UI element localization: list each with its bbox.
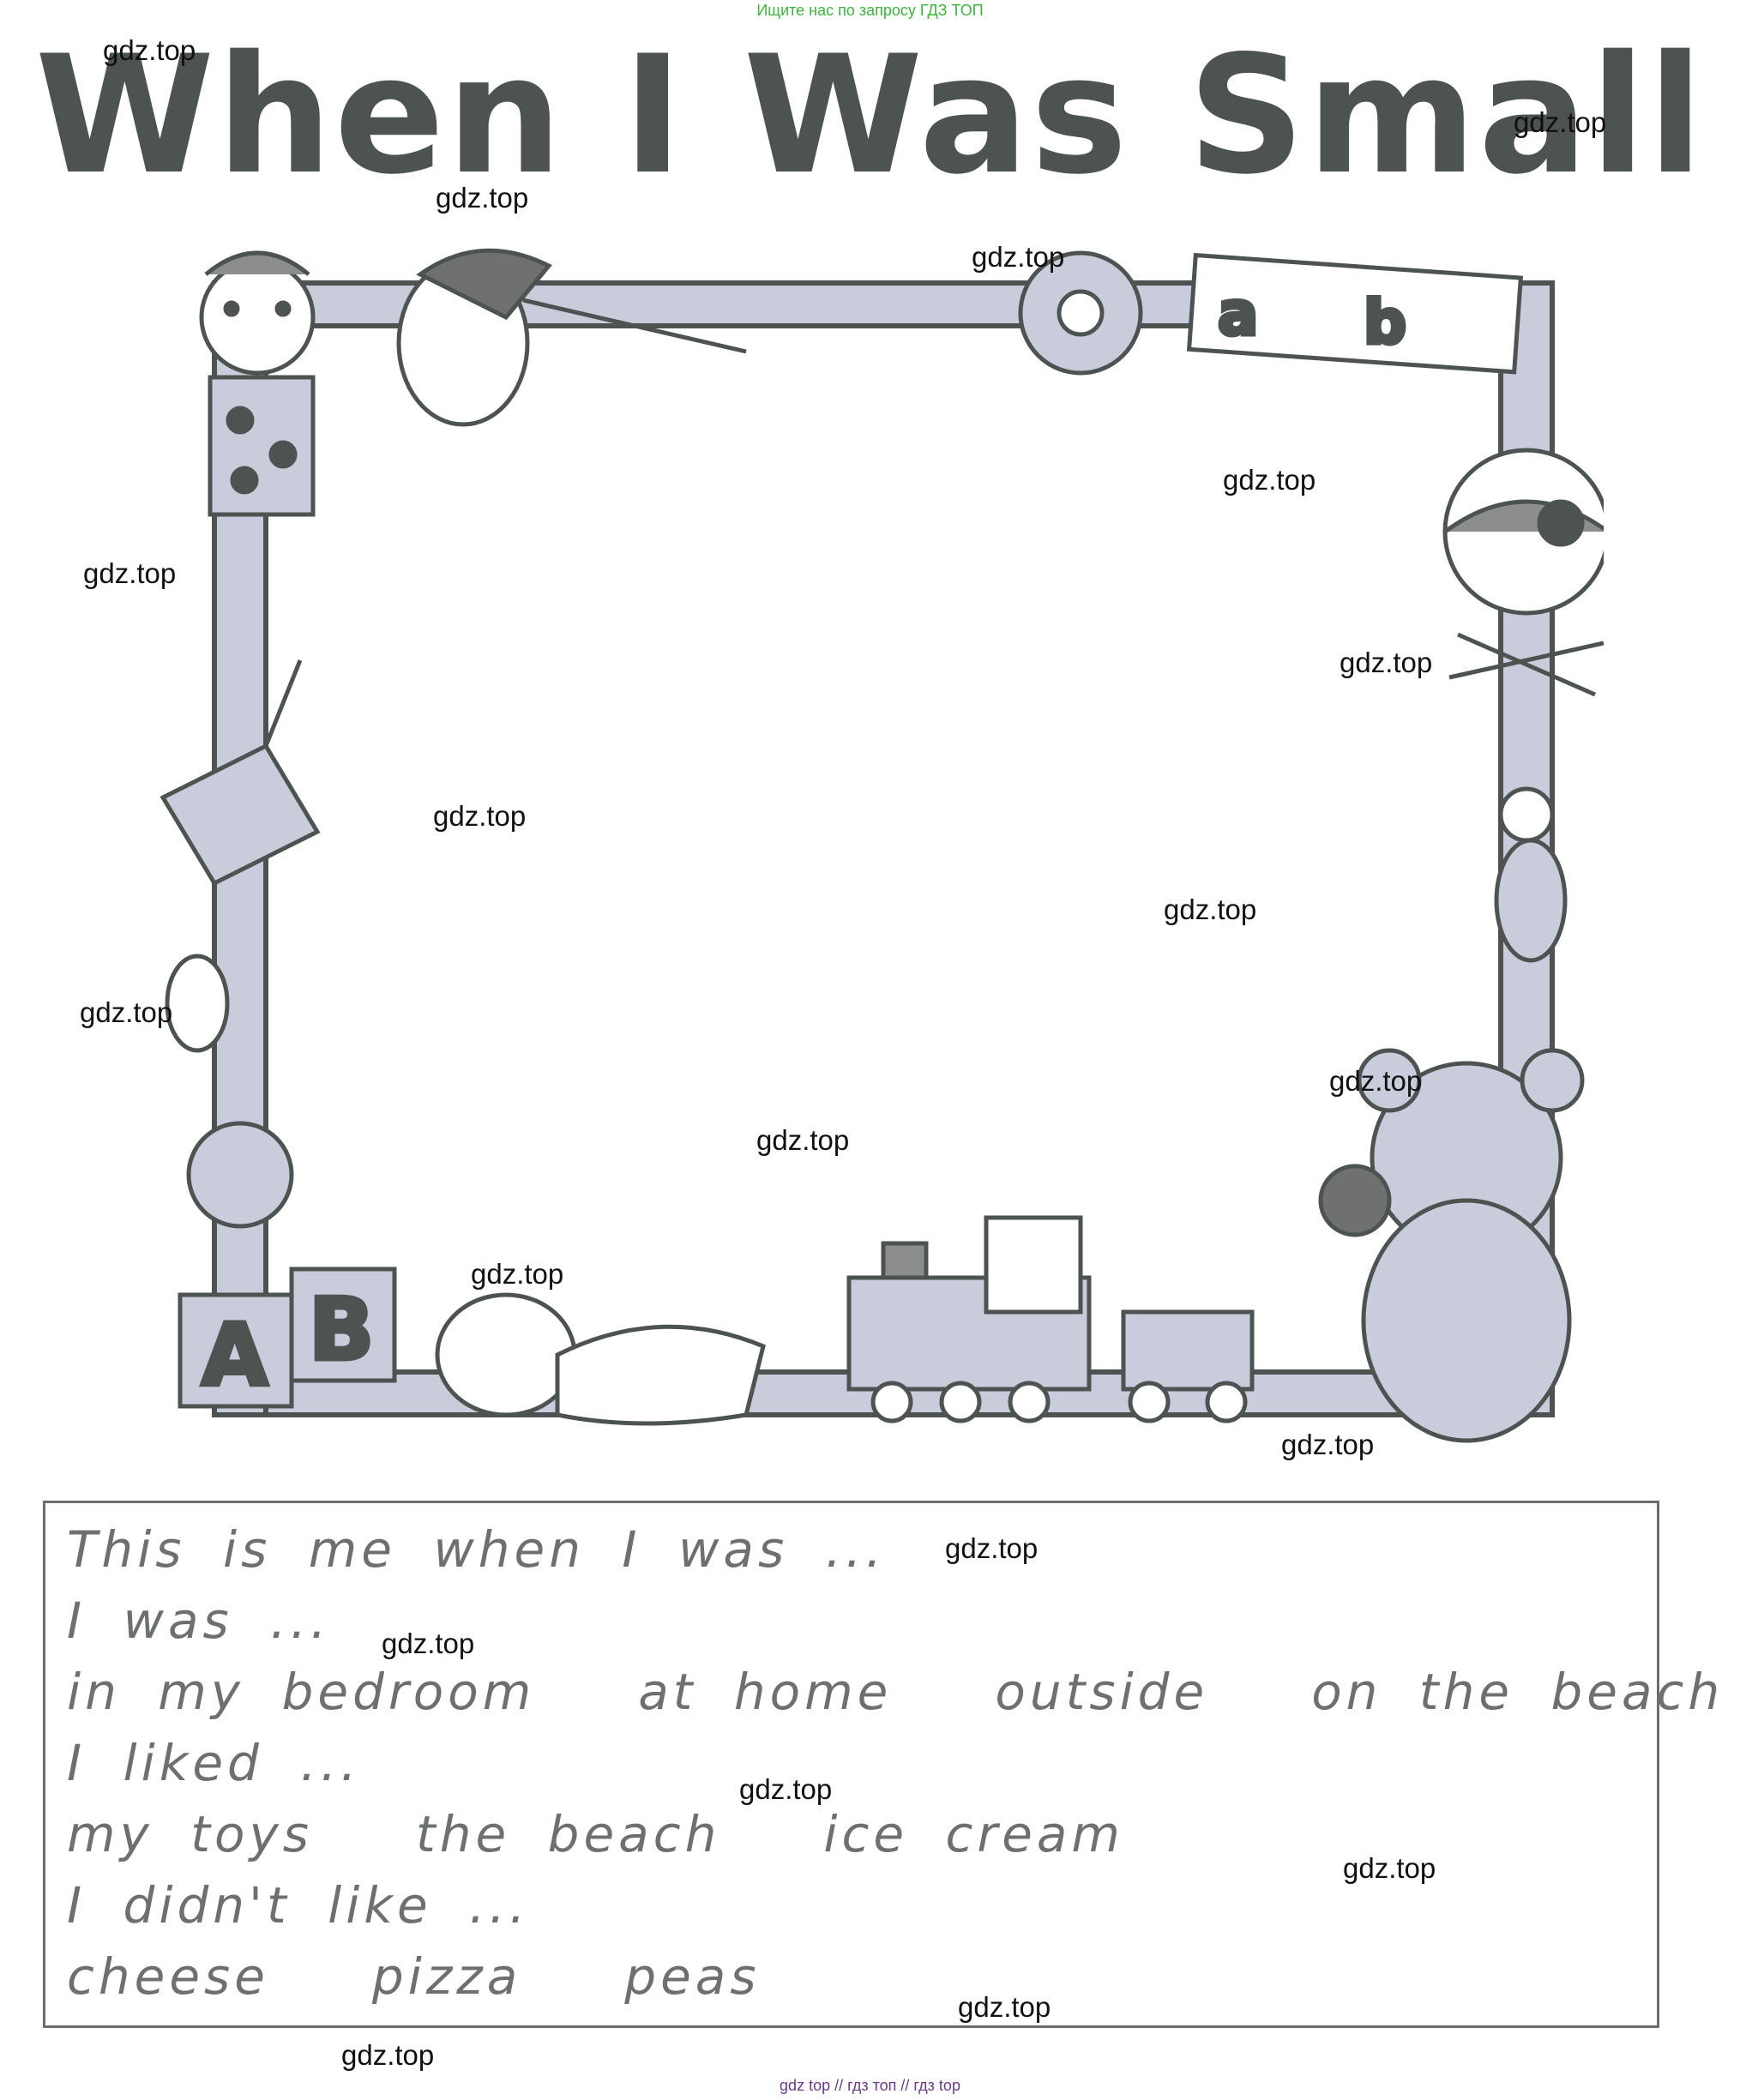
teddy-bear-icon: [1318, 1048, 1585, 1443]
watermark: gdz.top: [1340, 647, 1433, 678]
alphabet-book-icon: a b: [1186, 252, 1524, 375]
watermark: gdz.top: [1329, 1065, 1423, 1097]
dislikes-options-row: cheese pizza peas: [67, 1947, 864, 2006]
top-banner[interactable]: Ищите нас по запросу ГДЗ ТОП: [756, 2, 984, 19]
watermark: gdz.top: [382, 1628, 475, 1659]
watermark: gdz.top: [436, 182, 529, 214]
sentence-line-i-liked: I liked ...: [67, 1734, 361, 1792]
watermark: gdz.top: [1514, 106, 1607, 138]
watermark: gdz.top: [1223, 464, 1316, 496]
option-place: in my bedroom: [67, 1663, 536, 1721]
watermark: gdz.top: [83, 557, 177, 589]
sentence-line-i-was: I was ...: [67, 1592, 331, 1650]
watermark: gdz.top: [471, 1258, 564, 1290]
toy-train-icon: [846, 1215, 1255, 1423]
hobby-horse-icon: [396, 248, 747, 427]
beach-ball-icon: [1442, 448, 1604, 616]
svg-text:A: A: [202, 1305, 268, 1405]
toy-frame-illustration: a b A: [160, 248, 1604, 1443]
marionette-icon: [1448, 632, 1604, 963]
watermark: gdz.top: [1281, 1429, 1375, 1460]
watermark: gdz.top: [972, 241, 1065, 273]
sentence-starters-box: This is me when I was ... I was ... in m…: [43, 1501, 1719, 2028]
watermark: gdz.top: [433, 800, 527, 832]
footer-links[interactable]: gdz top // гдз топ // гдз top: [780, 2077, 960, 2094]
rag-doll-icon: [199, 250, 316, 517]
option-place: at home: [638, 1663, 893, 1721]
page-title: When I Was Small: [34, 21, 1706, 210]
watermark: gdz.top: [945, 1532, 1039, 1564]
option-dislike: peas: [624, 1947, 761, 2006]
toy-dog-icon: [435, 1292, 766, 1426]
watermark: gdz.top: [80, 996, 173, 1028]
option-dislike: cheese: [67, 1947, 269, 2006]
watermark: gdz.top: [958, 1991, 1051, 2023]
svg-text:B: B: [309, 1279, 374, 1380]
watermark: gdz.top: [756, 1124, 850, 1156]
svg-text:b: b: [1364, 287, 1406, 358]
watermark: gdz.top: [739, 1773, 833, 1805]
svg-text:a: a: [1218, 279, 1258, 349]
option-like: my toys: [67, 1805, 314, 1863]
watermark: gdz.top: [1164, 894, 1257, 925]
option-place: on the beach: [1311, 1663, 1725, 1721]
wheel-toy-icon: [1018, 250, 1143, 376]
likes-options-row: my toys the beach ice cream: [67, 1805, 1227, 1863]
places-options-row: in my bedroom at home outside on the beach: [67, 1663, 1740, 1721]
option-like: ice cream: [823, 1805, 1124, 1863]
watermark: gdz.top: [103, 34, 196, 66]
option-place: outside: [995, 1663, 1209, 1721]
alphabet-blocks-icon: A B: [178, 1267, 397, 1409]
watermark: gdz.top: [341, 2039, 435, 2071]
sentence-line-i-didnt-like: I didn't like ...: [67, 1876, 530, 1935]
rattle-icon: [160, 659, 321, 1229]
watermark: gdz.top: [1343, 1852, 1436, 1884]
sentence-line-this-is-me: This is me when I was ...: [67, 1520, 886, 1579]
option-like: the beach: [416, 1805, 721, 1863]
option-dislike: pizza: [371, 1947, 522, 2006]
